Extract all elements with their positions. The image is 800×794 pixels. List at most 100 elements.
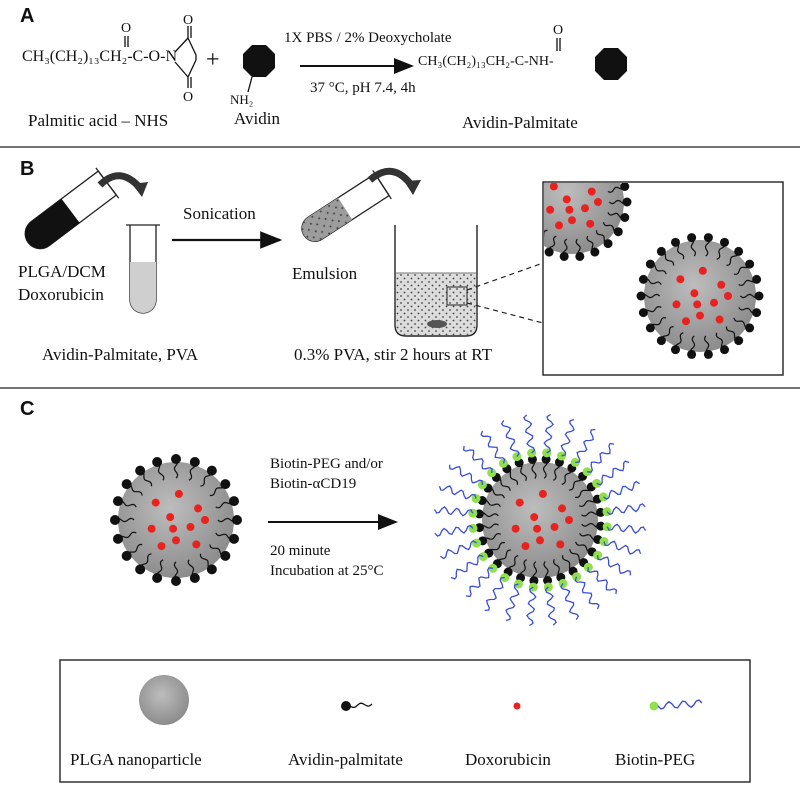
peg-chain	[606, 503, 646, 516]
doxorubicin-dot	[201, 516, 209, 524]
avidin-label: Avidin	[234, 109, 280, 128]
legend-avidin-swatch	[341, 701, 373, 711]
peg-chain	[587, 442, 615, 473]
avidin-head	[189, 573, 200, 584]
tilted-tube	[24, 167, 120, 250]
avidin-head	[112, 496, 123, 507]
avidin-head	[575, 251, 585, 261]
doxorubicin-dot	[151, 498, 160, 507]
particle-core	[644, 240, 756, 352]
reactant-formula: CH₃(CH₂)₁₃CH₂-C-O-N	[22, 48, 177, 65]
reaction-reagents: 1X PBS / 2% Deoxycholate	[284, 30, 452, 46]
stir-bar	[427, 320, 447, 328]
doxorubicin-dot	[521, 542, 530, 551]
legend-biotin-peg-label: Biotin-PEG	[615, 750, 695, 769]
palmitate-tail	[588, 152, 596, 168]
avidin-head	[515, 213, 524, 222]
product-formula: CH₃(CH₂)₁₃CH₂-C-NH-	[418, 54, 554, 69]
doxorubicin-dot	[511, 524, 520, 533]
doxorubicin-dot	[562, 195, 571, 204]
plus-sign: +	[206, 47, 220, 73]
stir-label: 0.3% PVA, stir 2 hours at RT	[294, 345, 493, 364]
avidin-head	[110, 515, 120, 525]
doxorubicin-dot	[587, 187, 596, 196]
avidin-head	[559, 251, 569, 261]
avidin-head	[112, 533, 123, 544]
avidin-head	[734, 336, 744, 346]
reactant-carbonyl-o: O	[121, 21, 131, 36]
peg-chain	[575, 428, 596, 464]
legend-avidin-label: Avidin-palmitate	[288, 750, 403, 769]
nhs-top-o: O	[183, 13, 193, 28]
legend-doxorubicin-label: Doxorubicin	[465, 750, 551, 769]
doxorubicin-dot	[717, 280, 726, 289]
palmitate-tail	[549, 152, 557, 168]
doxorubicin-dot	[169, 524, 178, 533]
avidin-head	[645, 323, 655, 333]
avidin-head	[620, 183, 630, 192]
doxorubicin-dot	[568, 216, 576, 225]
avidin-head	[703, 349, 713, 359]
palmitate-tail	[519, 186, 536, 192]
peg-chain	[438, 485, 477, 500]
avidin-head	[745, 259, 755, 269]
avidin-head	[152, 456, 163, 467]
peg-chain	[603, 480, 640, 500]
doxorubicin-dot	[536, 536, 544, 545]
avidin-head	[513, 198, 522, 207]
peg-chain	[526, 586, 537, 627]
peg-chain	[465, 567, 493, 598]
emulsion-label: Emulsion	[292, 264, 358, 283]
avidin-head	[596, 521, 606, 531]
doxorubicin-dot	[550, 522, 559, 531]
avidin-head	[474, 509, 484, 519]
avidin-head	[645, 259, 655, 269]
peg-chain	[596, 555, 632, 576]
product-carbonyl-o: O	[553, 23, 563, 38]
avidin-head	[687, 349, 697, 359]
peg-chain	[523, 414, 536, 454]
reactant-name: Palmitic acid – NHS	[28, 111, 168, 130]
peg-chain	[574, 576, 600, 610]
peg-chain	[603, 540, 642, 555]
avidin-head	[670, 345, 680, 355]
peg-chain	[596, 460, 630, 486]
beaker	[394, 225, 478, 337]
avidin-head	[636, 291, 646, 301]
doxorubicin-dot	[533, 524, 542, 533]
palmitate-tail	[536, 160, 548, 173]
doxorubicin-dot	[690, 289, 699, 298]
doxorubicin-dot	[696, 311, 704, 320]
doxorubicin-dot	[558, 504, 567, 513]
panel-b: B PLGA/DCM Doxorubicin Sonication	[18, 147, 784, 376]
avidin-head	[613, 227, 623, 237]
avidin-head	[545, 147, 554, 156]
palmitate-tail	[597, 160, 609, 173]
avidin-head	[604, 156, 613, 165]
avidin-head	[521, 227, 530, 236]
avidin-head	[745, 323, 755, 333]
palmitate-tail	[544, 229, 548, 238]
reagent-line-4: Incubation at 25°C	[270, 563, 383, 579]
plga-dcm-label: PLGA/DCM	[18, 262, 106, 281]
reagent-line-3: 20 minute	[270, 543, 331, 559]
avidin-head	[541, 454, 551, 464]
avidin-head	[720, 237, 730, 247]
doxorubicin-dot	[172, 536, 180, 545]
doxorubicin-dot	[530, 513, 539, 522]
product-avidin-octagon	[595, 48, 627, 80]
doxorubicin-dot	[515, 498, 524, 507]
avidin-head	[638, 308, 648, 318]
reaction-conditions: 37 °C, pH 7.4, 4h	[310, 80, 416, 96]
doxorubicin-dot	[147, 524, 156, 533]
peg-chain	[606, 523, 647, 534]
avidin-head	[638, 274, 648, 284]
doxorubicin-dot	[186, 522, 195, 531]
avidin-head	[622, 197, 632, 207]
avidin-head	[206, 465, 217, 476]
avidin-head	[544, 247, 554, 257]
doxorubicin-dot	[555, 221, 563, 230]
panel-a-label: A	[20, 5, 34, 27]
particle-core	[482, 462, 598, 578]
avidin-head	[229, 533, 240, 544]
